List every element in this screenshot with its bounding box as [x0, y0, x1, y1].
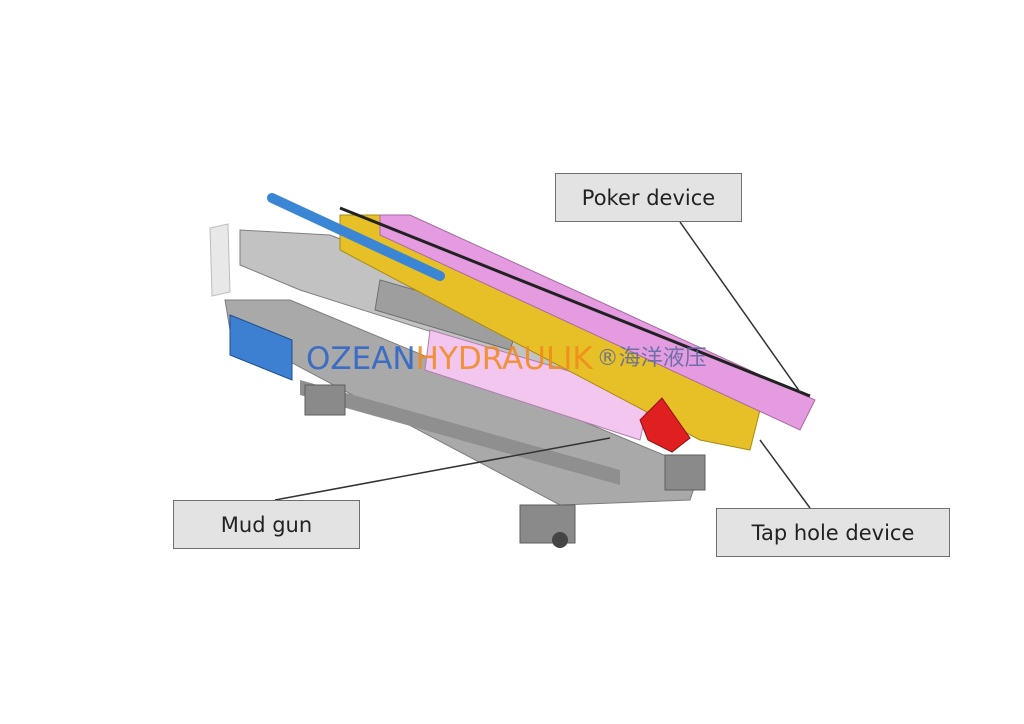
frame-lower-rail [300, 380, 620, 485]
watermark-part1: OZEAN [306, 341, 416, 377]
label-mud-gun: Mud gun [173, 500, 360, 549]
blue-tank [229, 314, 293, 381]
label-tap-hole-device: Tap hole device [716, 508, 950, 557]
watermark: OZEANHYDRAULIK®海洋液压 [306, 340, 707, 377]
watermark-part3: ®海洋液压 [596, 346, 707, 371]
wheel-front-roller [552, 532, 568, 548]
watermark-part2: HYDRAULIK [415, 341, 593, 377]
label-poker-device: Poker device [555, 173, 742, 222]
poker-bar [339, 206, 811, 398]
blue-rod [267, 193, 445, 281]
leader-tap [759, 439, 811, 509]
wheel-right [664, 454, 706, 491]
red-nozzle [639, 397, 691, 453]
leader-mud [274, 437, 611, 501]
rear-panel [209, 223, 231, 297]
wheel-left [304, 384, 346, 416]
leader-poker [679, 221, 801, 393]
